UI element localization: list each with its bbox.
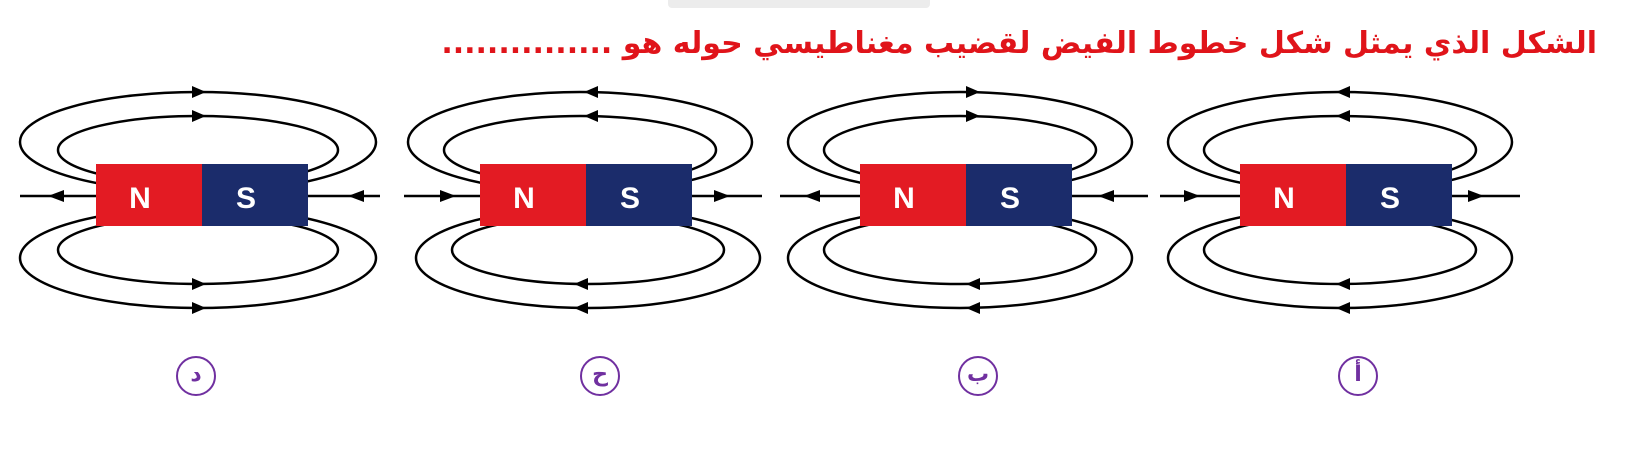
field-diagram-ba: N S (780, 86, 1148, 314)
magnet-north-pole (860, 164, 966, 226)
south-label: S (236, 182, 256, 215)
option-jim[interactable]: ح (580, 356, 620, 396)
arrow-head (48, 190, 64, 202)
magnet-south-pole (966, 164, 1072, 226)
north-label: N (893, 182, 915, 215)
magnet-north-pole (480, 164, 586, 226)
option-dal[interactable]: د (176, 356, 216, 396)
option-alif[interactable]: أ (1338, 356, 1378, 396)
arrow-head (192, 278, 206, 290)
field-diagram-jim: N S (404, 86, 762, 314)
arrow-head (192, 110, 206, 122)
magnet-north-pole (96, 164, 202, 226)
field-diagram-alif: N S (1160, 86, 1520, 314)
magnet-south-pole (586, 164, 692, 226)
south-label: S (1000, 182, 1020, 215)
arrow-head (348, 190, 364, 202)
south-label: S (620, 182, 640, 215)
figure-dal: N S (8, 80, 393, 340)
option-ba[interactable]: ب (958, 356, 998, 396)
question-stem: الشكل الذي يمثل شكل خطوط الفيض لقضيب مغن… (622, 26, 1597, 61)
magnet-north-pole (1240, 164, 1346, 226)
north-label: N (1273, 182, 1295, 215)
north-label: N (129, 182, 151, 215)
answer-blank: ............... (441, 26, 613, 61)
question-text: الشكل الذي يمثل شكل خطوط الفيض لقضيب مغن… (441, 22, 1597, 66)
magnet-south-pole (202, 164, 308, 226)
top-decorative-strip (668, 0, 930, 8)
figure-jim: N S (400, 80, 785, 340)
field-diagram-dal: N S (18, 86, 380, 314)
magnet-south-pole (1346, 164, 1452, 226)
field-line-inner-bottom (56, 214, 340, 286)
arrow-head (192, 86, 206, 98)
north-label: N (513, 182, 535, 215)
south-label: S (1380, 182, 1400, 215)
figure-alif: N S (1160, 80, 1545, 340)
arrow-head (192, 302, 206, 314)
figure-ba: N S (780, 80, 1165, 340)
